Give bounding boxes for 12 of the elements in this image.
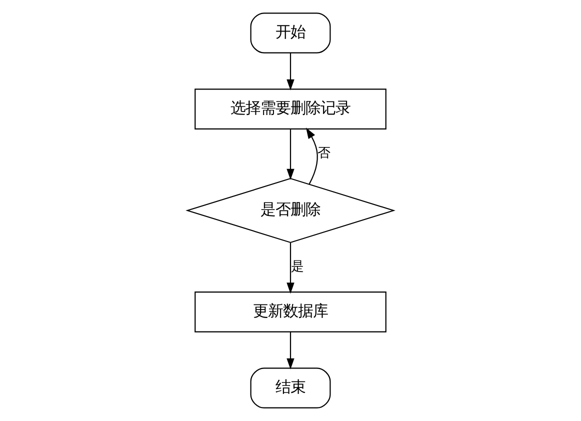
arrow: [286, 243, 294, 294]
edge-label: 是: [291, 260, 304, 275]
arrow: [286, 129, 294, 180]
node-box: 开始: [250, 12, 331, 54]
node-box: 选择需要删除记录: [194, 88, 386, 130]
node-box: 结束: [250, 368, 331, 408]
edge-label: 否: [318, 146, 331, 162]
node-diamond: 是否删除: [186, 178, 396, 244]
node-box: 更新数据库: [194, 292, 386, 332]
arrow: [306, 128, 318, 184]
arrow: [286, 53, 294, 90]
arrow: [286, 332, 294, 370]
